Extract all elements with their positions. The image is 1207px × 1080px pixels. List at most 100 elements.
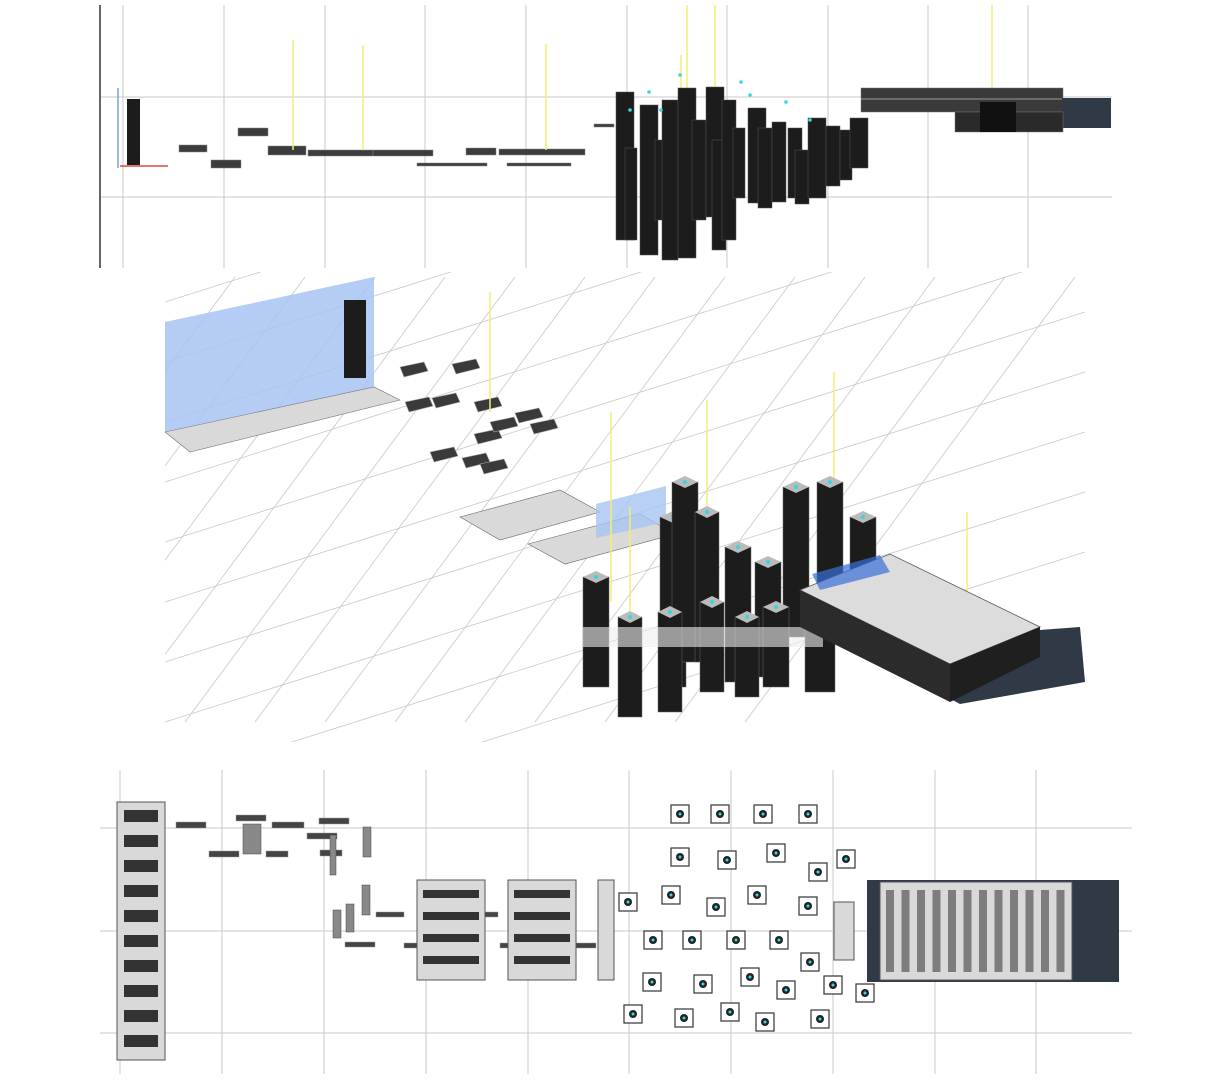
slab-module — [318, 817, 350, 825]
marker-dot — [668, 610, 672, 614]
marker-dot — [710, 600, 714, 604]
marker-dot — [683, 480, 687, 484]
building-wall — [800, 590, 950, 702]
marker-dot — [774, 851, 778, 855]
slab-detail — [994, 890, 1003, 972]
front-elevation-view[interactable] — [0, 0, 1207, 272]
slab-module — [489, 416, 519, 433]
column-module — [849, 117, 869, 169]
slab-module — [271, 821, 305, 829]
slab-module — [267, 145, 307, 156]
slab-module — [473, 396, 503, 413]
slab-detail — [124, 810, 158, 822]
isometric-canvas — [0, 272, 1207, 742]
slab-module — [506, 162, 572, 167]
slab-detail — [886, 890, 894, 972]
grid-line — [164, 272, 1023, 543]
marker-dot — [806, 904, 810, 908]
slab-detail — [979, 890, 987, 972]
floor-slab — [164, 386, 401, 453]
column-module — [127, 99, 140, 165]
column-module — [624, 147, 638, 241]
grid-line — [164, 311, 1086, 603]
marker-dot — [774, 605, 778, 609]
marker-dot — [784, 988, 788, 992]
slab-module — [344, 941, 376, 948]
slab-module — [375, 911, 405, 918]
slab-module — [361, 884, 371, 916]
slab-module — [208, 850, 240, 858]
building-roof — [879, 881, 1073, 981]
slab-detail — [1010, 890, 1018, 972]
slab-module — [242, 823, 262, 855]
marker-dot — [761, 812, 765, 816]
marker-dot — [808, 960, 812, 964]
marker-dot — [659, 108, 663, 112]
marker-dot — [714, 905, 718, 909]
slab-module — [399, 361, 429, 378]
slab-detail — [124, 985, 158, 997]
grid-line — [164, 431, 1086, 723]
marker-dot — [818, 1017, 822, 1021]
marker-dot — [739, 80, 743, 84]
marker-dot — [808, 118, 812, 122]
slab-module — [498, 148, 586, 156]
building-block — [860, 87, 1064, 113]
slab-detail — [948, 890, 956, 972]
slab-detail — [124, 1035, 158, 1047]
slab-module — [465, 147, 497, 156]
front-elevation-canvas — [99, 5, 1112, 268]
slab-module — [431, 392, 461, 409]
marker-dot — [631, 1012, 635, 1016]
marker-dot — [755, 893, 759, 897]
slab-detail — [423, 890, 479, 898]
marker-dot — [844, 857, 848, 861]
slab-detail — [124, 885, 158, 897]
column-module — [757, 127, 773, 209]
slab-module — [362, 826, 372, 858]
slab-detail — [917, 890, 925, 972]
slab-detail — [423, 912, 479, 920]
slab-module — [479, 458, 509, 475]
marker-dot — [725, 858, 729, 862]
marker-dot — [806, 812, 810, 816]
marker-dot — [766, 560, 770, 564]
marker-dot — [745, 615, 749, 619]
column-module — [691, 119, 707, 221]
marker-dot — [728, 1010, 732, 1014]
slab-detail — [514, 934, 570, 942]
marker-dot — [718, 812, 722, 816]
marker-dot — [678, 73, 682, 77]
highlight-wall — [165, 277, 374, 432]
plan-view[interactable] — [0, 762, 1207, 1080]
column-module — [344, 300, 366, 378]
marker-dot — [816, 870, 820, 874]
slab-module — [416, 162, 488, 167]
slab-module — [307, 149, 374, 157]
marker-dot — [678, 812, 682, 816]
marker-dot — [678, 855, 682, 859]
slab-module — [593, 123, 615, 128]
marker-dot — [682, 1016, 686, 1020]
isometric-view[interactable] — [0, 272, 1207, 742]
slab-detail — [124, 1010, 158, 1022]
slab-detail — [514, 956, 570, 964]
slab-detail — [1056, 890, 1065, 972]
slab-module — [429, 446, 459, 463]
building-wall — [950, 627, 1040, 702]
marker-dot — [651, 938, 655, 942]
marker-dot — [777, 938, 781, 942]
marker-dot — [647, 90, 651, 94]
grid-line — [164, 272, 833, 483]
slab-module — [265, 850, 289, 858]
marker-dot — [748, 975, 752, 979]
slab-detail — [124, 860, 158, 872]
slab-detail — [124, 835, 158, 847]
marker-dot — [626, 900, 630, 904]
marker-dot — [736, 545, 740, 549]
slab-module — [332, 909, 342, 939]
marker-dot — [763, 1020, 767, 1024]
marker-dot — [594, 575, 598, 579]
marker-dot — [863, 991, 867, 995]
marker-dot — [784, 100, 788, 104]
